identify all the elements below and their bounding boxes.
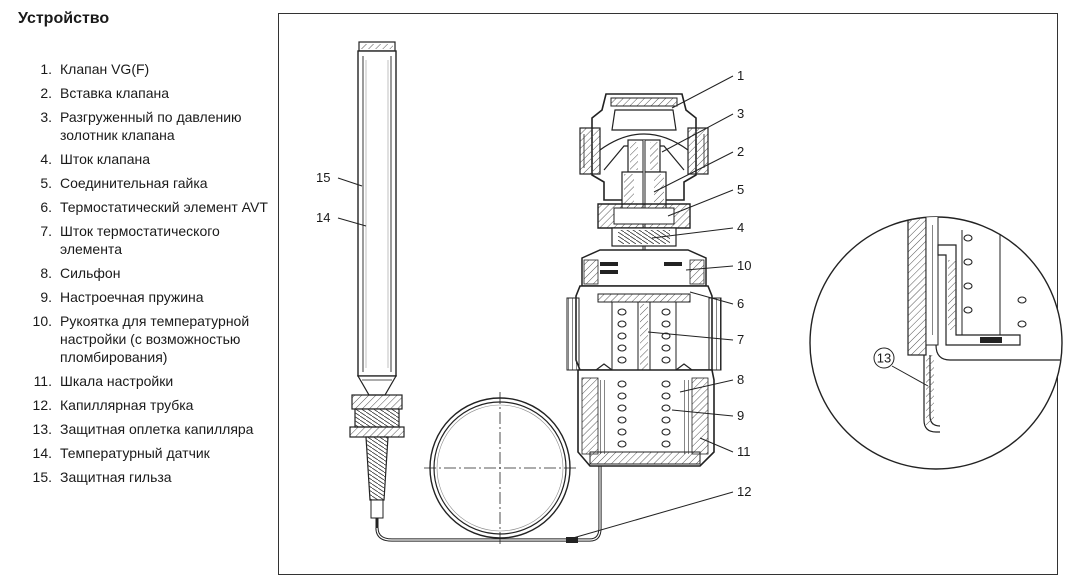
legend-number: 11. bbox=[33, 373, 52, 389]
callout-13-circle bbox=[873, 347, 895, 369]
callout-15: 15 bbox=[316, 170, 330, 185]
legend-item: 10. Рукоятка для температурной настройки … bbox=[18, 312, 274, 366]
callout-14: 14 bbox=[316, 210, 330, 225]
legend-text: Вставка клапана bbox=[60, 85, 170, 101]
callout-2: 2 bbox=[737, 144, 744, 159]
legend-number: 5. bbox=[40, 175, 52, 191]
callout-8: 8 bbox=[737, 372, 744, 387]
legend-item: 14. Температурный датчик bbox=[18, 444, 274, 462]
legend-number: 7. bbox=[40, 223, 52, 239]
callout-6: 6 bbox=[737, 296, 744, 311]
legend-item: 11. Шкала настройки bbox=[18, 372, 274, 390]
temperature-sensor bbox=[349, 41, 405, 530]
legend-item: 9. Настроечная пружина bbox=[18, 288, 274, 306]
legend-number: 8. bbox=[40, 265, 52, 281]
legend-text: Клапан VG(F) bbox=[60, 61, 150, 77]
legend-text: Шток клапана bbox=[60, 151, 151, 167]
legend-text: Настроечная пружина bbox=[60, 289, 204, 305]
legend-text: Капиллярная трубка bbox=[60, 397, 194, 413]
callout-5: 5 bbox=[737, 182, 744, 197]
legend-item: 8. Сильфон bbox=[18, 264, 274, 282]
callout-10: 10 bbox=[737, 258, 751, 273]
legend-item: 6. Термостатический элемент AVT bbox=[18, 198, 274, 216]
legend-number: 9. bbox=[40, 289, 52, 305]
legend-text: Разгруженный по давлению золотник клапан… bbox=[60, 109, 242, 143]
legend-number: 13. bbox=[32, 421, 52, 437]
legend-item: 13. Защитная оплетка капилляра bbox=[18, 420, 274, 438]
legend-item: 1. Клапан VG(F) bbox=[18, 60, 274, 78]
parts-legend: 1. Клапан VG(F) 2. Вставка клапана 3. Разгр… bbox=[18, 60, 274, 492]
legend-item: 7. Шток термостатического элемента bbox=[18, 222, 274, 258]
legend-item: 2. Вставка клапана bbox=[18, 84, 274, 102]
callout-3: 3 bbox=[737, 106, 744, 121]
legend-number: 4. bbox=[40, 151, 52, 167]
legend-item: 15. Защитная гильза bbox=[18, 468, 274, 486]
capillary-tube bbox=[375, 392, 602, 544]
legend-text: Защитная оплетка капилляра bbox=[60, 421, 254, 437]
legend-item: 3. Разгруженный по давлению золотник клап… bbox=[18, 108, 274, 144]
legend-number: 6. bbox=[40, 199, 52, 215]
legend-item: 5. Соединительная гайка bbox=[18, 174, 274, 192]
callout-12: 12 bbox=[737, 484, 751, 499]
callout-1: 1 bbox=[737, 68, 744, 83]
valve-assembly bbox=[566, 93, 722, 467]
legend-text: Сильфон bbox=[60, 265, 121, 281]
callout-4: 4 bbox=[737, 220, 744, 235]
legend-text: Шток термостатического элемента bbox=[60, 223, 220, 257]
callout-9: 9 bbox=[737, 408, 744, 423]
legend-text: Рукоятка для температурной настройки (с … bbox=[60, 313, 250, 365]
callout-11: 11 bbox=[737, 444, 751, 459]
section-title: Устройство bbox=[18, 10, 110, 27]
legend-number: 10. bbox=[32, 313, 52, 329]
callout-7: 7 bbox=[737, 332, 744, 347]
legend-text: Соединительная гайка bbox=[60, 175, 208, 191]
legend-item: 4. Шток клапана bbox=[18, 150, 274, 168]
legend-text: Шкала настройки bbox=[60, 373, 174, 389]
legend-text: Температурный датчик bbox=[60, 445, 210, 461]
leader-lines bbox=[337, 75, 929, 541]
drawing-frame bbox=[278, 13, 1058, 575]
legend-number: 15. bbox=[32, 469, 52, 485]
legend-number: 12. bbox=[32, 397, 52, 413]
callout-labels: 1 3 2 5 4 10 6 7 8 9 11 12 15 14 13 bbox=[316, 68, 895, 499]
callout-13: 13 bbox=[877, 351, 891, 366]
legend-item: 12. Капиллярная трубка bbox=[18, 396, 274, 414]
legend-text: Термостатический элемент AVT bbox=[60, 199, 268, 215]
legend-number: 3. bbox=[40, 109, 52, 125]
legend-number: 14. bbox=[32, 445, 52, 461]
legend-number: 1. bbox=[40, 61, 52, 77]
legend-number: 2. bbox=[40, 85, 52, 101]
legend-text: Защитная гильза bbox=[60, 469, 172, 485]
detail-view bbox=[809, 216, 1063, 470]
